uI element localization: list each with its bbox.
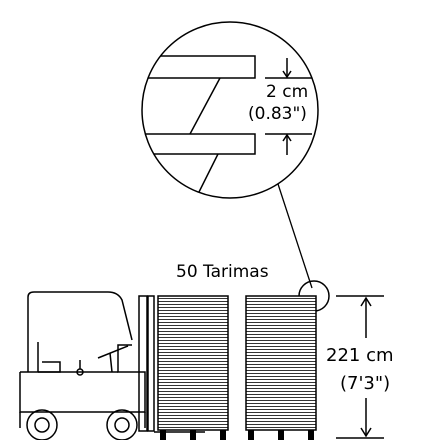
forklift: [19, 291, 205, 441]
lower-pallet-strut: [189, 153, 219, 198]
pallet-stacks: [157, 295, 317, 440]
steering-wheel: [97, 345, 129, 359]
pallet-count-label: 50 Tarimas: [176, 262, 269, 282]
stack-height-imperial-label: (7'3"): [340, 373, 391, 394]
zoom-detail: [141, 21, 319, 199]
gap-imperial-label: (0.83"): [248, 104, 307, 124]
pallet-feet: [160, 430, 314, 440]
zoom-circle: [141, 21, 319, 199]
forklift-seat: [37, 342, 61, 373]
upper-pallet-strut: [189, 77, 221, 135]
overhead-guard: [27, 291, 133, 341]
lower-pallet-board: [142, 133, 256, 155]
pallet-stack-left: [157, 295, 229, 431]
zoom-leader-line: [277, 183, 313, 289]
forklift-mast: [138, 295, 148, 432]
pallet-stack-right: [245, 295, 317, 431]
gap-metric-label: 2 cm: [266, 82, 309, 102]
rear-wheel: [26, 409, 58, 441]
stack-height-metric-label: 221 cm: [326, 345, 394, 366]
height-dimension: [336, 295, 384, 439]
front-wheel: [106, 409, 138, 441]
upper-pallet-board: [142, 55, 256, 79]
gap-dimension-arrows: [265, 58, 312, 155]
